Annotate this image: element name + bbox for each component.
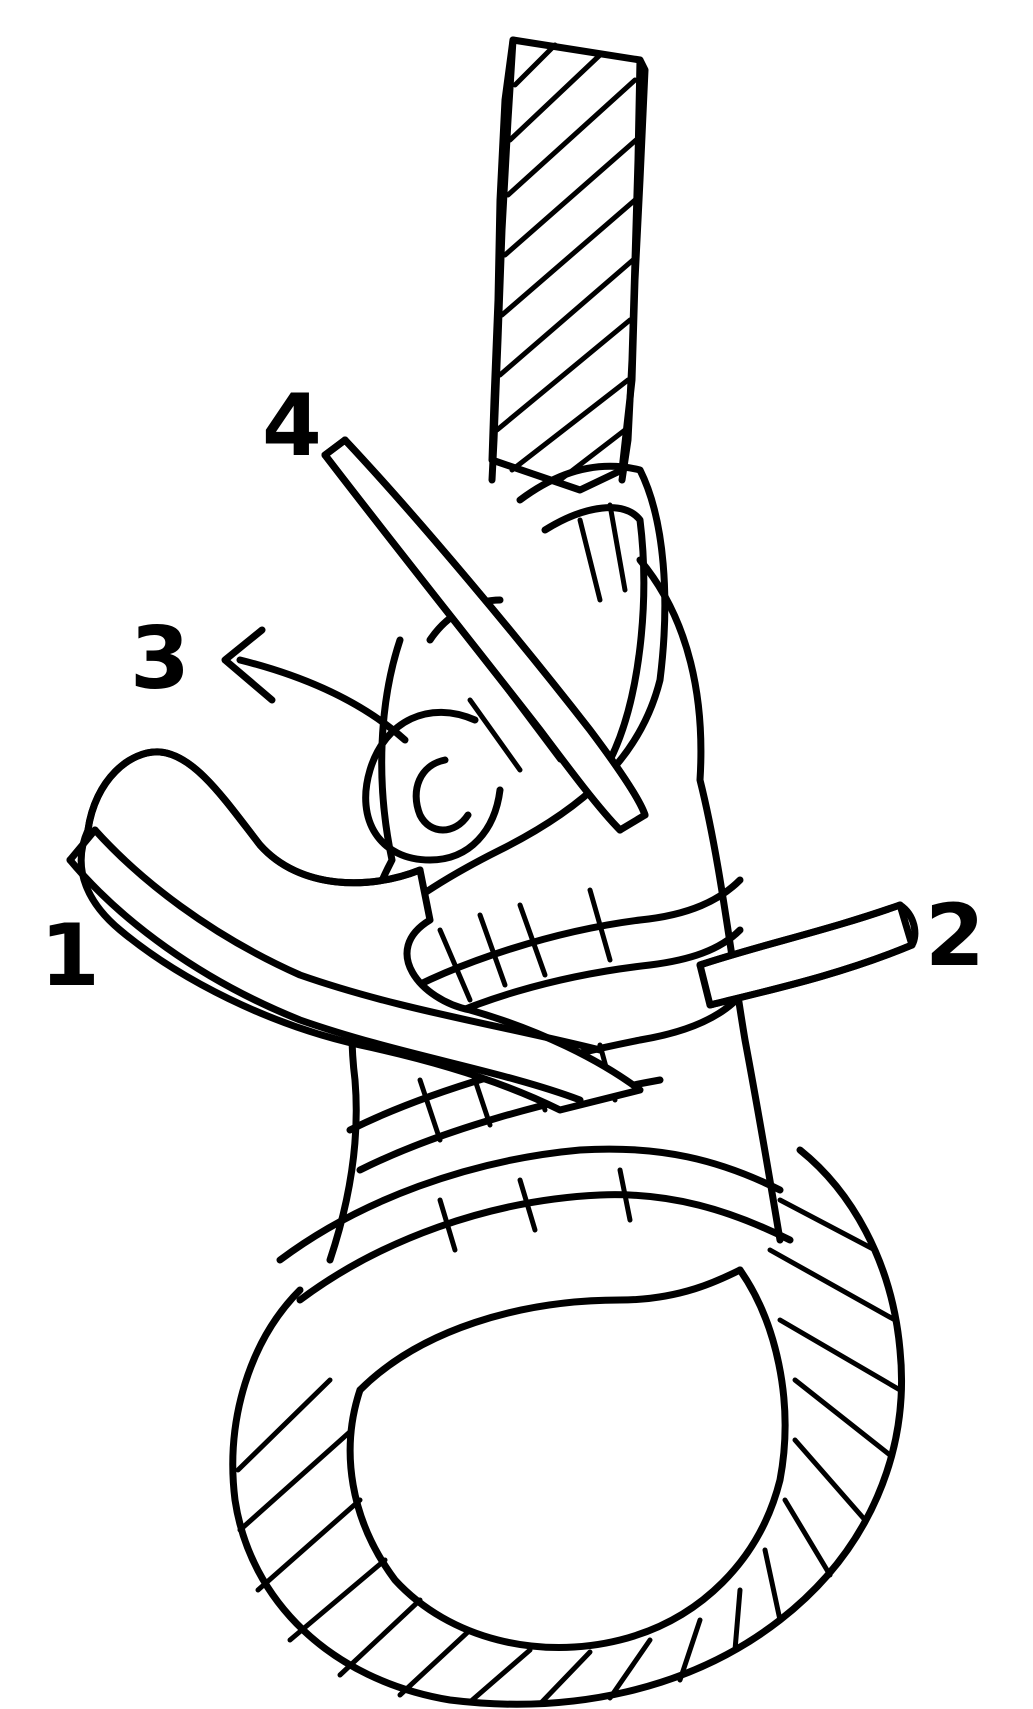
rope-eye-loop [233, 1150, 902, 1704]
standing-rope [492, 40, 645, 490]
label-strand-2: 2 [925, 886, 985, 986]
label-strand-1: 1 [40, 906, 100, 1006]
label-strand-4: 4 [262, 376, 322, 476]
label-strand-3: 3 [130, 609, 190, 709]
strand-2 [700, 905, 915, 1005]
strand-3 [225, 630, 500, 860]
